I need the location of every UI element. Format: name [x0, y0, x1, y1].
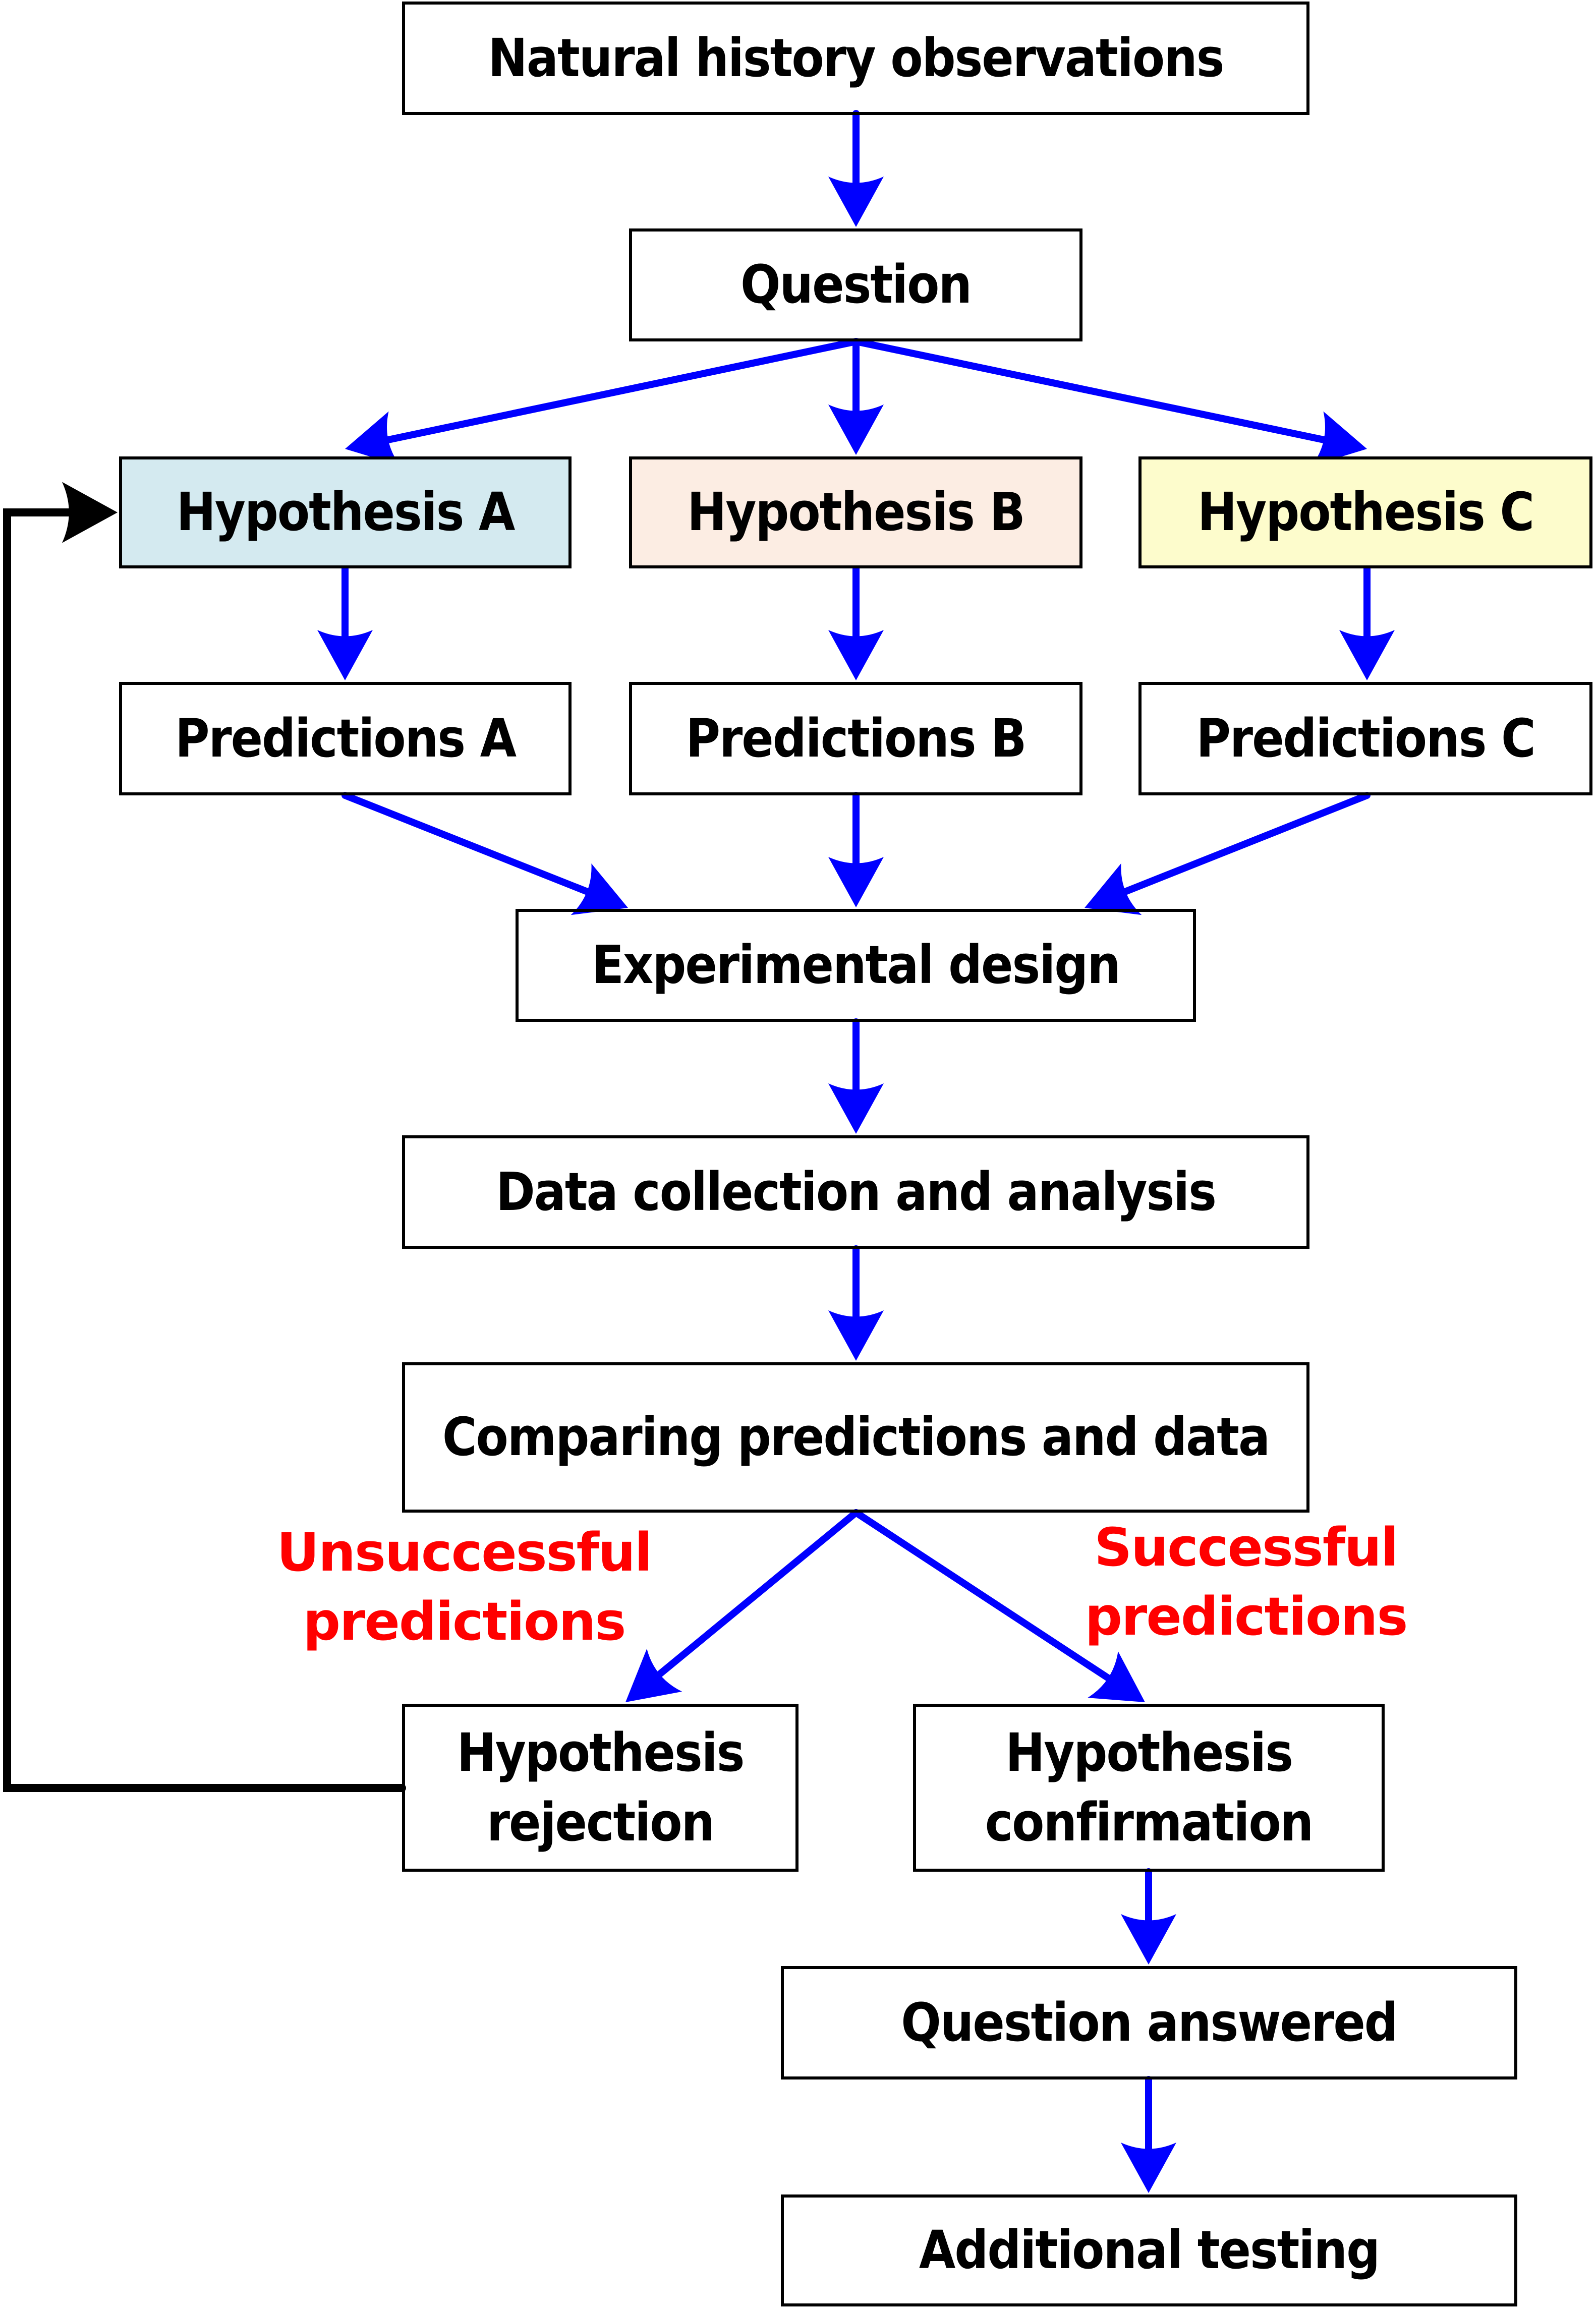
data-collection-box: Data collection and analysis: [402, 1135, 1309, 1249]
additional-testing-label: Additional testing: [919, 2219, 1380, 2281]
predictions-b-box: Predictions B: [629, 682, 1082, 795]
arrow-question-to-hypothesis-a: [345, 338, 860, 466]
hypothesis-c-label: Hypothesis C: [1197, 481, 1534, 543]
arrow-comparing-to-confirmation: [852, 1509, 1145, 1702]
predictions-c-label: Predictions C: [1196, 707, 1535, 769]
hypothesis-b-label: Hypothesis B: [687, 481, 1025, 543]
arrow-confirmation-to-question-answered-head: [1121, 1914, 1176, 1965]
arrow-hypothesis-a-to-predictions-a: [317, 565, 373, 680]
arrow-data-collection-to-comparing: [828, 1245, 884, 1361]
arrow-confirmation-to-question-answered: [1121, 1868, 1176, 1965]
successful-predictions-label: Successful predictions: [1085, 1517, 1408, 1648]
arrow-hypothesis-b-to-predictions-b: [828, 565, 884, 680]
hypothesis-b-box: Hypothesis B: [629, 456, 1082, 568]
question-answered-box: Question answered: [781, 1966, 1517, 2079]
hypothesis-rejection-box: Hypothesis rejection: [402, 1704, 799, 1872]
arrow-observations-to-question-head: [828, 177, 884, 227]
comparing-label: Comparing predictions and data: [442, 1406, 1270, 1468]
arrow-predictions-a-to-design: [341, 792, 628, 915]
arrow-predictions-c-to-design-head: [1085, 863, 1142, 915]
arrow-predictions-b-to-design: [828, 792, 884, 907]
hypothesis-a-box: Hypothesis A: [119, 456, 572, 568]
additional-testing-box: Additional testing: [781, 2194, 1517, 2306]
predictions-a-label: Predictions A: [175, 707, 517, 769]
arrow-data-collection-to-comparing-head: [828, 1310, 884, 1361]
hypothesis-c-box: Hypothesis C: [1138, 456, 1592, 568]
experimental-design-box: Experimental design: [516, 909, 1196, 1022]
arrow-comparing-to-rejection: [625, 1509, 860, 1702]
arrow-question-to-hypothesis-b-head: [828, 405, 884, 455]
arrow-predictions-a-to-design-head: [571, 863, 628, 915]
arrow-question-to-hypothesis-c-head: [1312, 411, 1367, 466]
comparing-box: Comparing predictions and data: [402, 1362, 1309, 1513]
question-box: Question: [629, 228, 1082, 341]
arrow-hypothesis-a-to-predictions-a-head: [317, 630, 373, 680]
unsuccessful-predictions-label: Unsuccessful predictions: [276, 1522, 653, 1653]
natural-history-label: Natural history observations: [488, 27, 1225, 89]
arrow-observations-to-question: [828, 110, 884, 227]
hypothesis-a-label: Hypothesis A: [176, 481, 516, 543]
data-collection-label: Data collection and analysis: [496, 1161, 1217, 1223]
hypothesis-rejection-label: Hypothesis rejection: [457, 1722, 745, 1853]
predictions-b-label: Predictions B: [686, 707, 1027, 769]
question-label: Question: [740, 254, 972, 316]
arrow-question-to-hypothesis-b: [828, 338, 884, 455]
arrow-comparing-to-rejection-head: [625, 1648, 682, 1702]
question-answered-label: Question answered: [901, 1991, 1398, 2053]
arrow-hypothesis-c-to-predictions-c: [1339, 565, 1395, 680]
arrow-predictions-b-to-design-head: [828, 857, 884, 907]
hypothesis-confirmation-label: Hypothesis confirmation: [985, 1722, 1314, 1853]
arrow-rejection-feedback-to-hypothesis-a: [3, 482, 406, 1792]
arrow-design-to-data-collection: [828, 1018, 884, 1134]
arrow-design-to-data-collection-head: [828, 1083, 884, 1134]
natural-history-box: Natural history observations: [402, 2, 1309, 115]
arrow-predictions-c-to-design: [1085, 792, 1371, 915]
arrow-question-answered-to-additional-testing-head: [1121, 2143, 1176, 2193]
arrow-rejection-feedback-to-hypothesis-a-head: [62, 482, 118, 543]
arrow-question-to-hypothesis-a-head: [345, 411, 401, 466]
experimental-design-label: Experimental design: [592, 934, 1121, 996]
arrow-hypothesis-b-to-predictions-b-head: [828, 630, 884, 680]
arrow-question-answered-to-additional-testing: [1121, 2076, 1176, 2193]
arrow-hypothesis-c-to-predictions-c-head: [1339, 630, 1395, 680]
predictions-a-box: Predictions A: [119, 682, 572, 795]
hypothesis-confirmation-box: Hypothesis confirmation: [913, 1704, 1385, 1872]
predictions-c-box: Predictions C: [1138, 682, 1592, 795]
arrow-question-to-hypothesis-c: [852, 338, 1367, 466]
arrow-comparing-to-confirmation-head: [1088, 1651, 1145, 1702]
